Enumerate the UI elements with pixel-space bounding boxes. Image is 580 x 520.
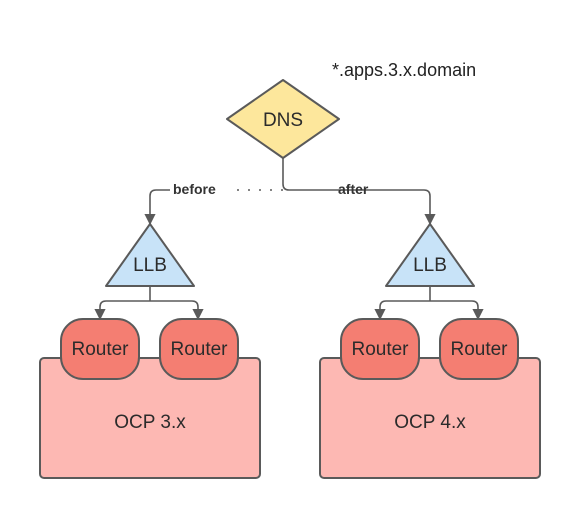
router-shape bbox=[439, 318, 519, 380]
router-4x-left: Router bbox=[340, 318, 420, 380]
after-label: after bbox=[338, 181, 369, 197]
right-llb-edge-left bbox=[374, 300, 430, 321]
dns-diamond-shape bbox=[226, 79, 340, 159]
before-label: before bbox=[173, 181, 216, 197]
right-llb-edge-right bbox=[430, 300, 484, 321]
router-label: Router bbox=[170, 339, 228, 360]
cluster-ocp-4: OCP 4.x bbox=[319, 357, 541, 479]
router-3x-right: Router bbox=[159, 318, 239, 380]
dns-edge-down bbox=[282, 157, 290, 191]
cluster-ocp-4-box bbox=[319, 357, 541, 479]
left-llb-edge-left bbox=[94, 300, 150, 321]
router-shape bbox=[340, 318, 420, 380]
router-label: Router bbox=[351, 339, 409, 360]
router-3x-left: Router bbox=[60, 318, 140, 380]
left-llb-group: LLB bbox=[94, 223, 204, 321]
cluster-ocp-3-label: OCP 3.x bbox=[114, 412, 186, 433]
left-llb-edge-right bbox=[150, 300, 204, 321]
router-4x-right: Router bbox=[439, 318, 519, 380]
right-llb-label: LLB bbox=[413, 255, 447, 276]
router-shape bbox=[60, 318, 140, 380]
dns-label: DNS bbox=[263, 110, 303, 131]
router-label: Router bbox=[71, 339, 129, 360]
router-label: Router bbox=[450, 339, 508, 360]
cluster-ocp-3: OCP 3.x bbox=[39, 357, 261, 479]
dns-node: DNS bbox=[226, 79, 340, 159]
after-edge bbox=[289, 189, 436, 226]
router-shape bbox=[159, 318, 239, 380]
left-llb-label: LLB bbox=[133, 255, 167, 276]
domain-label: *.apps.3.x.domain bbox=[332, 60, 476, 80]
cluster-ocp-4-label: OCP 4.x bbox=[394, 412, 466, 433]
cluster-ocp-3-box bbox=[39, 357, 261, 479]
before-edge bbox=[144, 189, 170, 226]
right-llb-group: LLB bbox=[374, 223, 484, 321]
